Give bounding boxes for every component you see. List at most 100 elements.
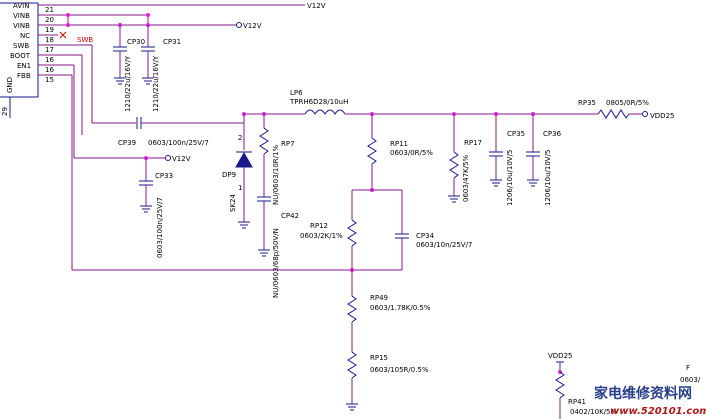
rp11-ref: RP11 — [390, 140, 408, 148]
fragment-f: F — [686, 364, 690, 372]
pin-name-swb: SWB — [13, 42, 29, 50]
feedback-network — [347, 189, 409, 296]
cp36-value: 1206/10u/10V/5 — [544, 150, 552, 206]
cp42-capacitor: CP42 NU/0603/68p/50V/N — [257, 196, 299, 298]
pin-name-vinb-a: VINB — [13, 12, 30, 20]
cp33-ref: CP33 — [155, 172, 173, 180]
rp41-ref: RP41 — [568, 398, 586, 406]
cp36-ref: CP36 — [543, 130, 562, 138]
output-rail — [345, 112, 598, 116]
rp17-ref: RP17 — [464, 139, 482, 147]
v12v-top-net: V12V — [58, 2, 326, 10]
rp7-resistor: RP7 NU/0603/10R/1% — [259, 114, 295, 205]
rp35-value: 0805/0R/5% — [606, 99, 649, 107]
rp11-resistor: RP11 0603/0R/5% — [367, 114, 433, 192]
pin-num-19: 19 — [45, 26, 54, 34]
rp12-resistor: RP12 0603/2K/1% — [300, 222, 343, 240]
switch-node-rail — [242, 112, 305, 123]
cp30-value: 1210/22u/16V/Y — [124, 55, 132, 112]
vdd25-bottom-label: VDD25 — [548, 352, 572, 360]
rp12-ref: RP12 — [310, 222, 328, 230]
swb-net-label: SWB — [77, 36, 93, 44]
fragment-0603: 0603/ — [680, 376, 701, 384]
cp39-capacitor: CP39 0603/100n/25V/7 — [118, 117, 244, 147]
ic-body: GND 29 AVIN VINB VINB NC SWB BOOT EN1 FB… — [0, 2, 54, 118]
dp9-diode: 2 1 DP9 SK24 — [222, 123, 253, 229]
cp39-value: 0603/100n/25V/7 — [148, 139, 209, 147]
ic-outline — [0, 2, 39, 98]
dp9-part: SK24 — [229, 194, 237, 212]
v12v-mid-label: V12V — [243, 22, 262, 30]
pin-num-17: 17 — [45, 46, 54, 54]
rp7-ref: RP7 — [281, 140, 295, 148]
rp17-value: 0603/47K/5% — [462, 155, 470, 202]
pin-name-en1: EN1 — [17, 62, 31, 70]
pin-num-20: 20 — [45, 16, 54, 24]
rp49-ref: RP49 — [370, 294, 388, 302]
cp34-value: 0603/10n/25V/7 — [416, 241, 472, 249]
en1-net: V12V — [58, 64, 191, 163]
dp9-pin2: 2 — [238, 134, 242, 142]
ic-pin-stubs — [38, 4, 58, 76]
lp6-ref: LP6 — [290, 89, 303, 97]
rp41-fragment: VDD25 RP41 0402/10K/5% F 0603/ — [548, 352, 701, 419]
cp30-capacitor: CP30 1210/22u/16V/Y — [113, 25, 145, 112]
v12v-mid-net: V12V — [58, 13, 262, 30]
pin-num-18: 18 — [45, 36, 54, 44]
cp39-ref: CP39 — [118, 139, 136, 147]
cp31-value: 1210/22u/16V/Y — [152, 55, 160, 112]
site-watermark: 家电维修资料网 www.520101.com — [594, 385, 706, 417]
pin-num-16b: 16 — [45, 66, 54, 74]
cp33-value: 0603/100n/25V/7 — [156, 197, 164, 258]
pin-name-vinb-b: VINB — [13, 22, 30, 30]
rp15-value: 0603/105R/0.5% — [370, 366, 429, 374]
v12v-top-label: V12V — [307, 2, 326, 10]
cp36-capacitor: CP36 1206/10u/10V/5 — [526, 114, 562, 206]
pin-name-avin: AVIN — [13, 2, 29, 10]
lp6-inductor: LP6 TPRH6D28/10uH — [289, 89, 348, 115]
v12v-mid-terminal — [236, 22, 242, 28]
pin-num-16a: 16 — [45, 56, 54, 64]
rp15-ref: RP15 — [370, 354, 388, 362]
cp34-ref: CP34 — [416, 232, 435, 240]
pin-num-15: 15 — [45, 76, 54, 84]
rp35-ref: RP35 — [578, 99, 596, 107]
swb-net — [58, 44, 136, 135]
cp31-ref: CP31 — [163, 38, 181, 46]
pin-name-fbb: FBB — [17, 72, 31, 80]
rp11-value: 0603/0R/5% — [390, 149, 433, 157]
vdd25-out-label: VDD25 — [650, 112, 674, 120]
vdd25-out-terminal — [642, 111, 648, 117]
cp35-capacitor: CP35 1206/10u/10V/5 — [489, 114, 525, 206]
watermark-text: 家电维修资料网 — [594, 385, 692, 402]
cp42-value: NU/0603/68p/50V/N — [272, 228, 280, 298]
rp41-value: 0402/10K/5% — [570, 408, 617, 416]
rp49-resistor: RP49 0603/1.78K/0.5% — [347, 294, 431, 352]
watermark-url: www.520101.com — [610, 406, 706, 417]
ic-gnd-label: GND — [6, 77, 14, 93]
pin-name-nc: NC — [20, 32, 30, 40]
rp35-resistor: RP35 0805/0R/5% VDD25 — [578, 99, 674, 120]
rp15-resistor: RP15 0603/105R/0.5% — [346, 351, 429, 411]
pin-name-boot: BOOT — [10, 52, 31, 60]
cp35-value: 1206/10u/10V/5 — [506, 150, 514, 206]
ic-gnd-pin-num: 29 — [1, 107, 9, 116]
rp7-value: NU/0603/10R/1% — [272, 145, 280, 205]
v12v-low-terminal — [165, 155, 171, 161]
rp17-resistor: RP17 0603/47K/5% — [448, 114, 482, 203]
cp31-capacitor: CP31 1210/22u/16V/Y — [141, 25, 181, 112]
lp6-value: TPRH6D28/10uH — [289, 98, 348, 106]
pin-num-21: 21 — [45, 6, 54, 14]
cp30-ref: CP30 — [127, 38, 145, 46]
rp49-value: 0603/1.78K/0.5% — [370, 304, 431, 312]
nc-no-connect: SWB — [59, 31, 93, 44]
dp9-ref: DP9 — [222, 171, 236, 179]
cp42-ref: CP42 — [281, 212, 299, 220]
cp33-capacitor: CP33 0603/100n/25V/7 — [139, 158, 173, 258]
v12v-low-label: V12V — [172, 155, 191, 163]
rp12-value: 0603/2K/1% — [300, 232, 343, 240]
fbb-net — [58, 74, 402, 272]
cp34-capacitor: CP34 0603/10n/25V/7 — [416, 232, 472, 249]
